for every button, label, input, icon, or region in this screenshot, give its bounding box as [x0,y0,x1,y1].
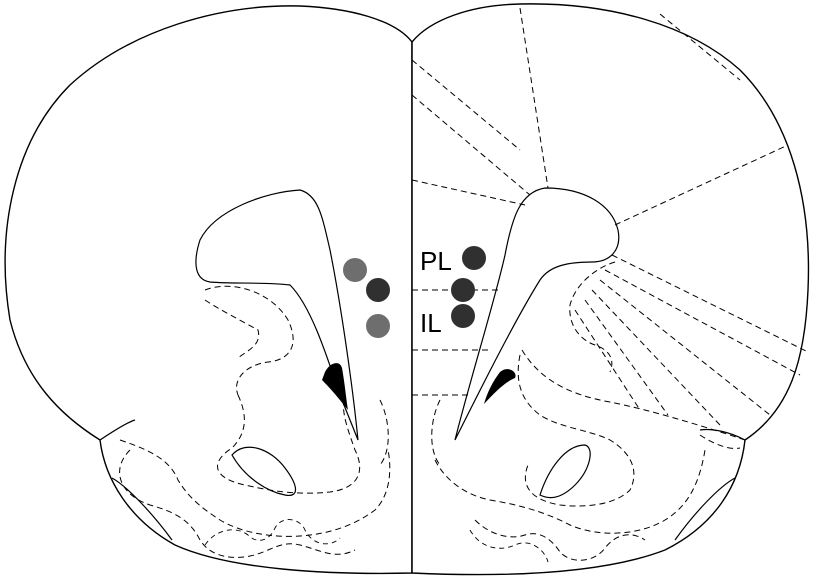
label-pl: PL [420,246,452,276]
left-ventral-contour [99,419,136,441]
marker-center-dark [451,278,475,302]
right-dashed-ventral-folds [474,519,646,561]
left-ventricle-black [322,363,348,410]
right-dashed-contour-upper [569,261,616,373]
boundary-line-7 [611,254,809,353]
right-forceps-shape [454,187,620,441]
left-forceps-shape [195,189,359,441]
left-dashed-ventral-folds [119,449,356,558]
right-ventricle-black [484,369,516,404]
right-hemisphere-outline [411,3,810,576]
left-inner-oval [231,446,297,496]
left-dashed-folds-2 [204,519,341,546]
right-ventral-contour [699,428,746,441]
boundary-line-1 [411,59,521,151]
right-dashed-folds-2 [469,529,549,563]
right-dashed-lower [434,449,706,534]
injection-markers [343,246,486,338]
marker-pl-dark [462,246,486,270]
boundary-line-10 [591,289,721,426]
boundary-line-11 [584,299,669,416]
boundary-arc [521,349,746,441]
marker-left-gray-lower [366,314,390,338]
right-dashed-lateral-fold [699,434,741,449]
right-dashed-striatum [517,354,635,507]
boundary-line-9 [599,279,771,416]
right-inner-oval [539,444,591,499]
right-ventral-outer-line [674,477,736,541]
boundary-line-4 [519,7,549,189]
marker-il-dark [451,304,475,328]
right-dashed-vertical [431,399,441,466]
boundary-line-6 [614,144,789,226]
label-il: IL [420,308,442,338]
left-dashed-contour-mid [204,299,260,359]
marker-left-dark [366,278,390,302]
left-dashed-striatum [217,394,361,494]
left-dashed-vertical [379,399,389,466]
boundary-line-8 [604,269,801,376]
left-hemisphere-outline [4,5,413,575]
boundary-line-5 [659,13,741,81]
marker-left-gray-upper [343,258,367,282]
boundary-line-2 [411,94,531,196]
